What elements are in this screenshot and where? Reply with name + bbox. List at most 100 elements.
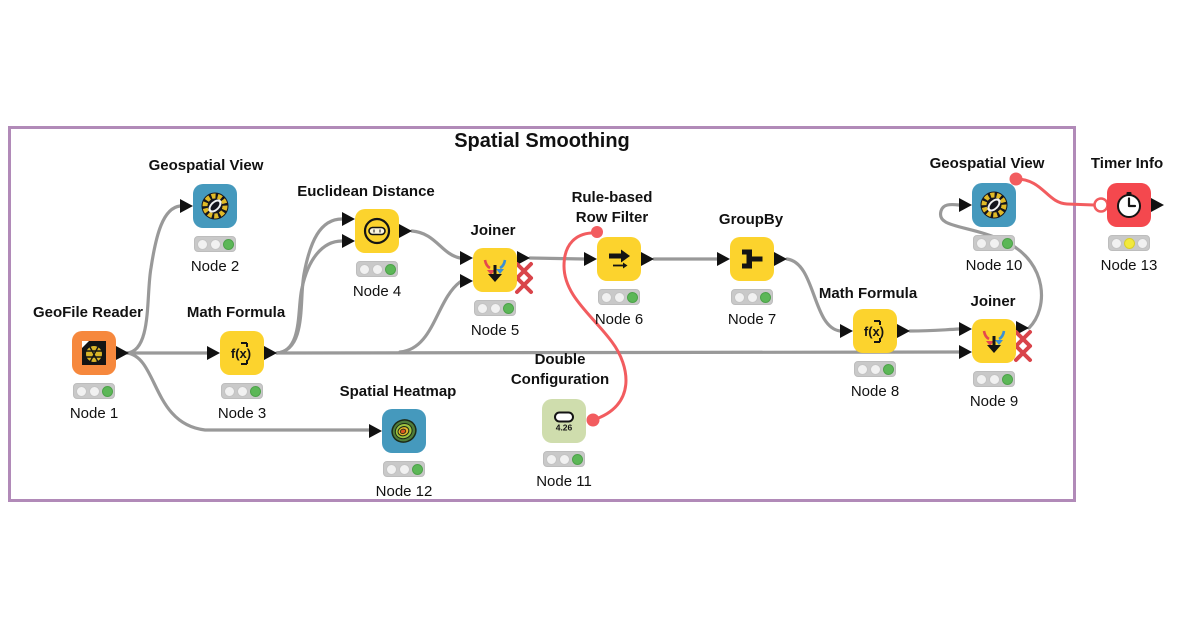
node-title: Euclidean Distance: [297, 183, 435, 200]
node-rule-based-row-filter[interactable]: Rule-based Row Filter Node 6: [572, 189, 653, 357]
node-title: Rule-based Row Filter: [571, 189, 653, 226]
geospatial-view-icon[interactable]: [193, 184, 237, 228]
status-light: [973, 371, 1015, 387]
output-port[interactable]: [641, 252, 654, 266]
output-port[interactable]: [774, 252, 787, 266]
output-port[interactable]: [1151, 198, 1164, 212]
flow-variable-connection[interactable]: [562, 231, 628, 422]
input-port[interactable]: [342, 234, 355, 248]
connection[interactable]: [785, 257, 842, 333]
port-x-icon: [515, 276, 533, 294]
input-port[interactable]: [460, 274, 473, 288]
double-configuration-icon[interactable]: 4.26: [542, 399, 586, 443]
svg-text:f(x): f(x): [231, 346, 251, 361]
output-port[interactable]: [116, 346, 129, 360]
node-math-formula-8[interactable]: Math Formula f(x) Node 8: [819, 285, 917, 429]
input-port[interactable]: [207, 346, 220, 360]
joiner-icon[interactable]: [473, 248, 517, 292]
joiner-icon[interactable]: [972, 319, 1016, 363]
node-label: Node 4: [352, 283, 402, 300]
input-port[interactable]: [959, 345, 972, 359]
connection[interactable]: [125, 351, 371, 432]
input-port[interactable]: [959, 322, 972, 336]
node-spatial-heatmap[interactable]: Spatial Heatmap Node 12: [340, 383, 457, 529]
node-label: Node 9: [969, 393, 1019, 410]
node-euclidean-distance[interactable]: Euclidean Distance Node 4: [297, 183, 435, 329]
node-double-configuration[interactable]: Double Configuration 4.26 Node 11: [511, 351, 609, 519]
input-port[interactable]: [342, 212, 355, 226]
input-port[interactable]: [959, 198, 972, 212]
connection[interactable]: [275, 239, 344, 355]
node-label: Node 8: [850, 383, 900, 400]
timer-info-icon[interactable]: [1107, 183, 1151, 227]
rule-based-row-filter-icon[interactable]: [597, 237, 641, 281]
connection[interactable]: [528, 256, 586, 261]
connection[interactable]: [125, 204, 182, 355]
node-label: Node 7: [727, 311, 777, 328]
connection[interactable]: [908, 327, 961, 333]
input-port[interactable]: [369, 424, 382, 438]
node-label: Node 2: [190, 258, 240, 275]
svg-text:f(x): f(x): [864, 324, 884, 339]
output-port[interactable]: [1016, 321, 1029, 335]
node-geospatial-view-10[interactable]: Geospatial View Node 10: [930, 155, 1045, 303]
status-light: [73, 383, 115, 399]
input-port[interactable]: [584, 252, 597, 266]
status-light: [194, 236, 236, 252]
connection[interactable]: [410, 229, 462, 260]
input-port[interactable]: [717, 252, 730, 266]
flow-variable-port[interactable]: [1009, 172, 1023, 186]
connection[interactable]: [398, 280, 462, 354]
inactive-port-markers: [515, 262, 1032, 362]
node-title: Math Formula: [186, 304, 286, 321]
groupby-icon[interactable]: [730, 237, 774, 281]
node-label: Node 3: [217, 405, 267, 422]
node-label: Node 1: [69, 405, 119, 422]
node-geofile-reader[interactable]: GeoFile Reader Node 1: [33, 304, 143, 451]
flow-variable-connection[interactable]: [1014, 177, 1096, 207]
node-label: Node 6: [594, 311, 644, 328]
node-groupby[interactable]: GroupBy Node 7: [719, 211, 783, 357]
geofile-reader-icon[interactable]: [72, 331, 116, 375]
node-title: Spatial Heatmap: [339, 383, 457, 400]
output-port[interactable]: [264, 346, 277, 360]
connection[interactable]: [939, 202, 1043, 330]
status-light: [973, 235, 1015, 251]
status-light: [854, 361, 896, 377]
connection[interactable]: [275, 217, 344, 355]
node-title: Geospatial View: [148, 157, 264, 174]
output-port[interactable]: [517, 251, 530, 265]
node-label: Node 13: [1100, 257, 1158, 274]
node-joiner-5[interactable]: Joiner Node 5: [470, 222, 519, 368]
math-formula-icon[interactable]: f(x): [220, 331, 264, 375]
node-timer-info[interactable]: Timer Info Node 13: [1091, 155, 1163, 303]
input-port[interactable]: [460, 251, 473, 265]
node-title: GeoFile Reader: [32, 304, 144, 321]
input-port[interactable]: [180, 199, 193, 213]
node-title: Math Formula: [818, 285, 918, 302]
node-math-formula-3[interactable]: Math Formula f(x) Node 3: [187, 304, 285, 451]
geospatial-view-icon[interactable]: [972, 183, 1016, 227]
euclidean-distance-icon[interactable]: [355, 209, 399, 253]
flow-variable-port[interactable]: [1093, 197, 1109, 213]
status-light: [543, 451, 585, 467]
flow-variable-port[interactable]: [591, 226, 603, 238]
spatial-heatmap-icon[interactable]: [382, 409, 426, 453]
input-port[interactable]: [840, 324, 853, 338]
node-title: Joiner: [970, 293, 1016, 310]
output-port[interactable]: [897, 324, 910, 338]
math-formula-icon[interactable]: f(x): [853, 309, 897, 353]
output-port[interactable]: [399, 224, 412, 238]
node-title: Geospatial View: [929, 155, 1045, 172]
node-geospatial-view-2[interactable]: Geospatial View Node 2: [149, 157, 264, 304]
node-title: Double Configuration: [510, 351, 610, 388]
workflow-annotation[interactable]: [8, 126, 1076, 502]
status-light: [474, 300, 516, 316]
port-x-icon: [1014, 330, 1032, 348]
node-title: GroupBy: [718, 211, 784, 228]
status-light: [383, 461, 425, 477]
double-configuration-value: 4.26: [556, 423, 573, 433]
flow-variable-port[interactable]: [586, 413, 600, 427]
node-joiner-9[interactable]: Joiner Node 9: [969, 293, 1019, 439]
